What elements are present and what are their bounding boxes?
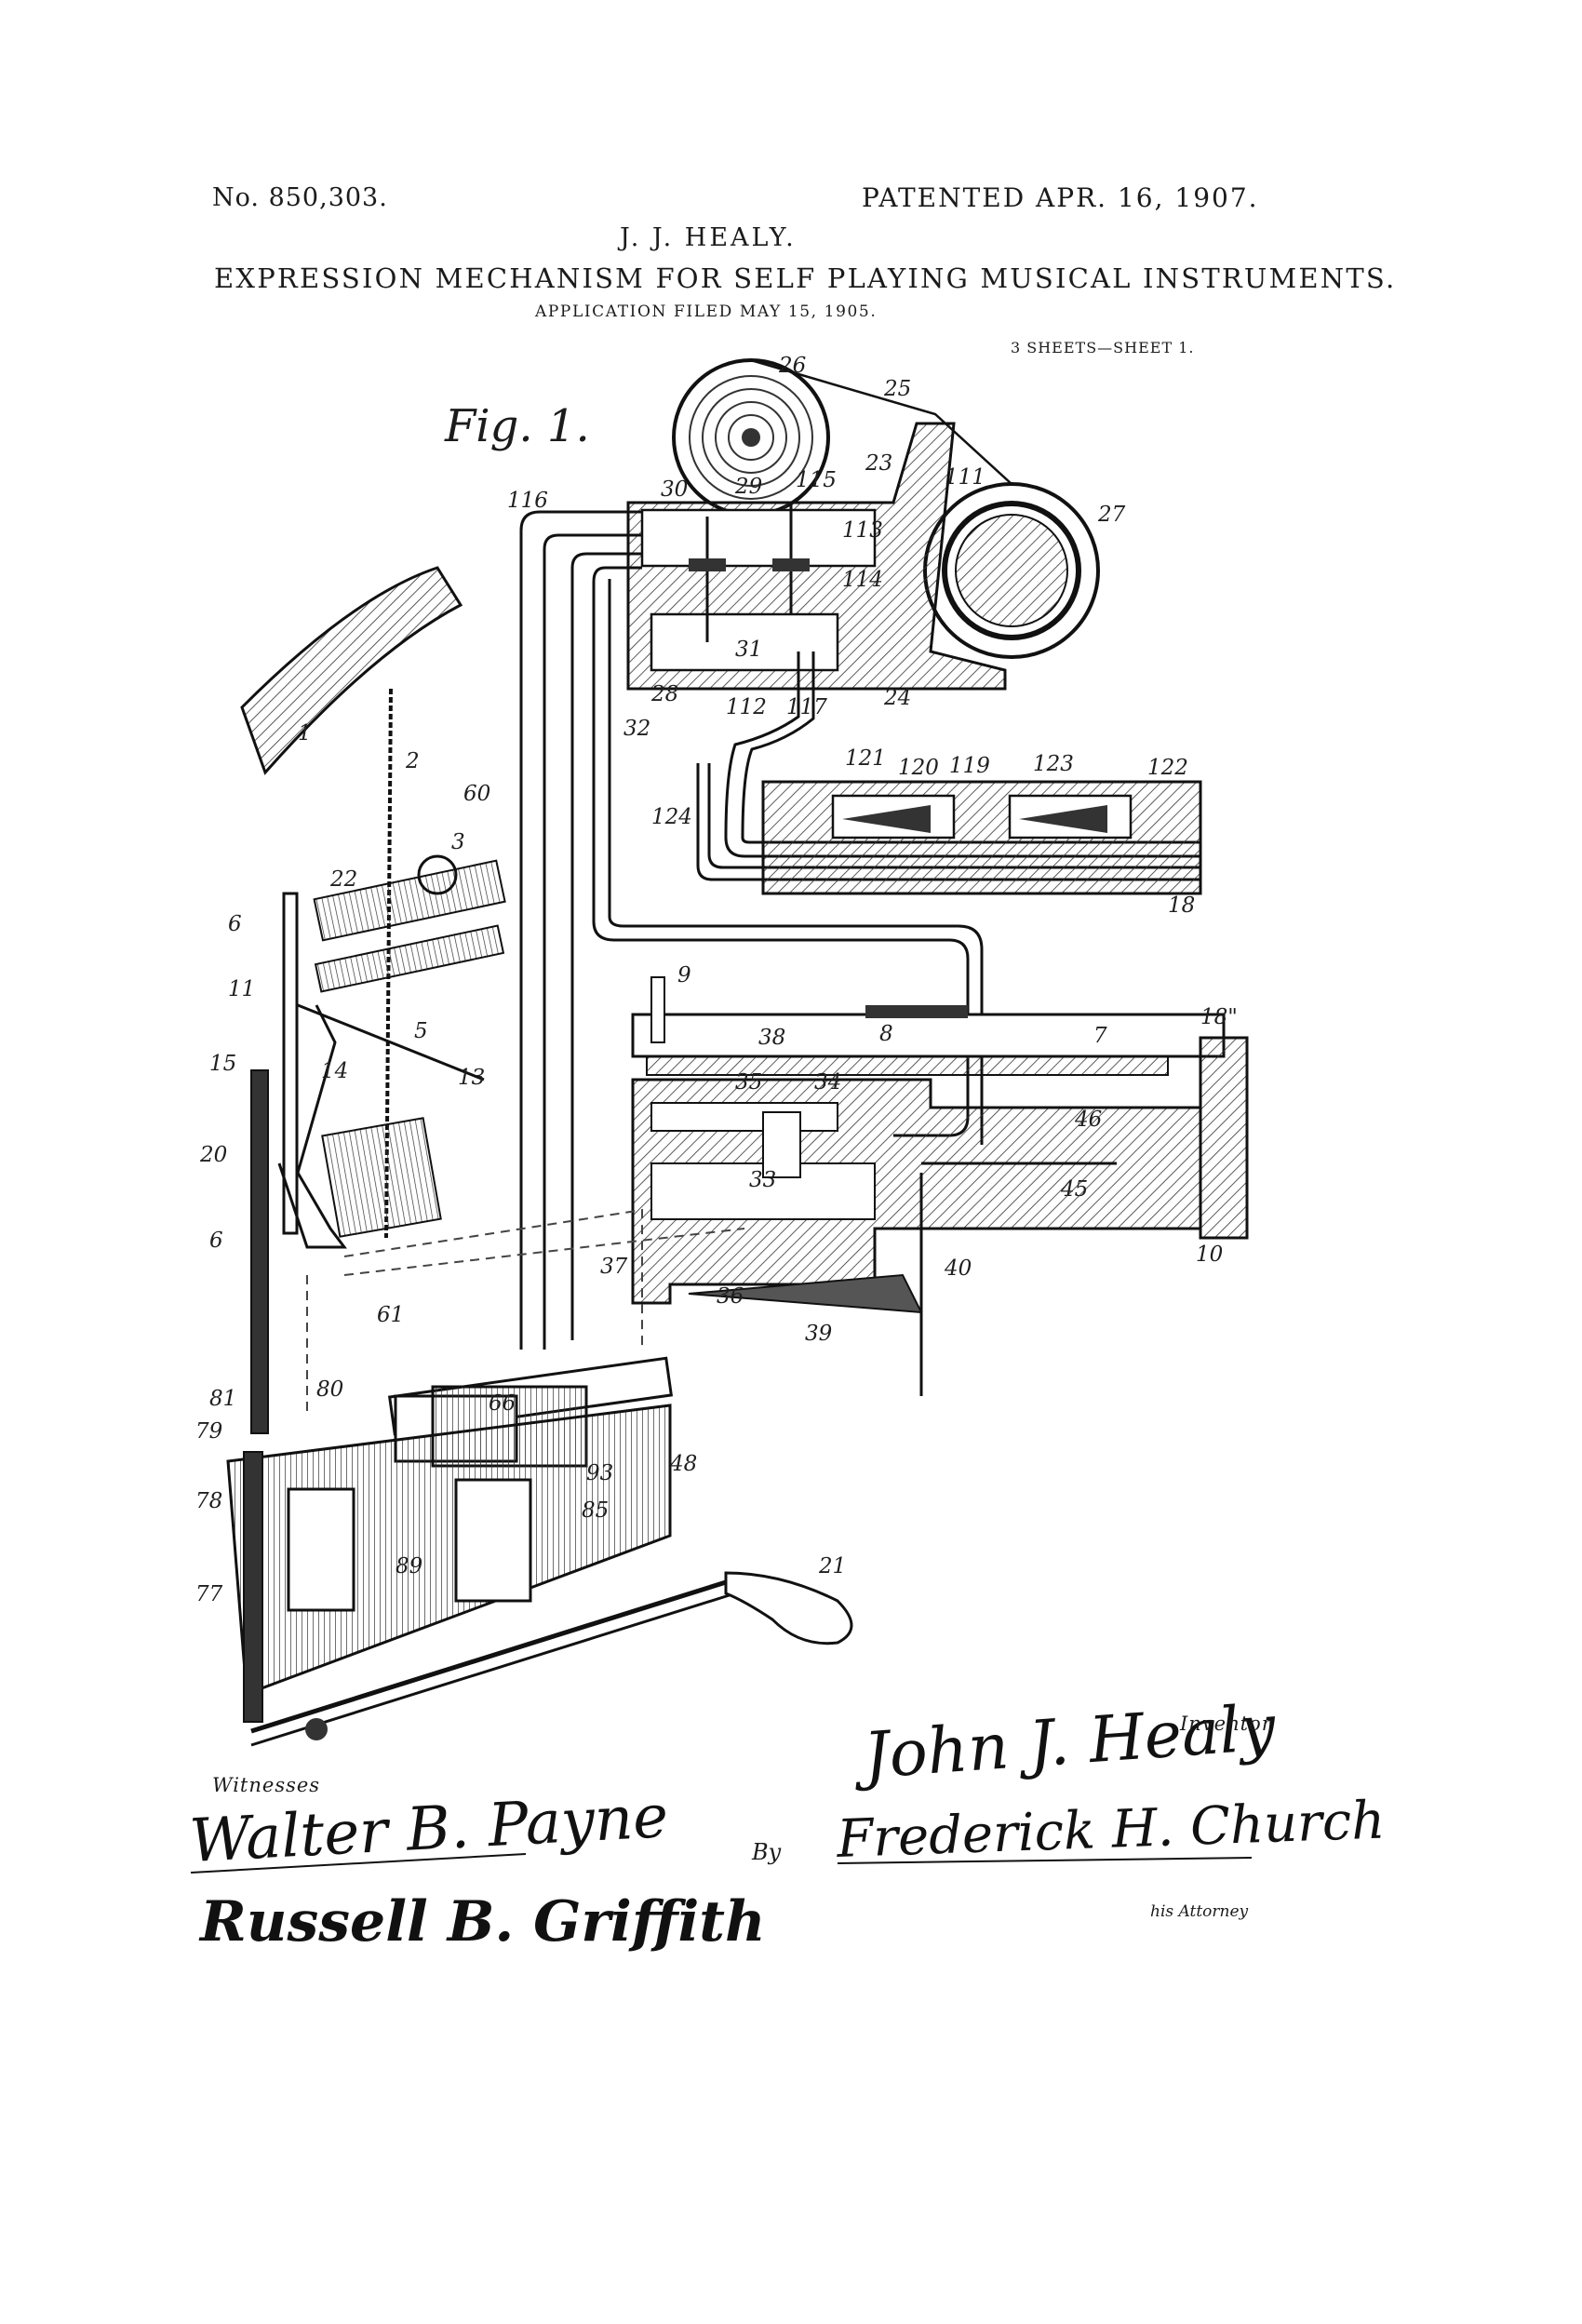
ref-numeral: 6 — [209, 1229, 223, 1253]
ref-numeral: 123 — [1033, 752, 1074, 776]
ref-numeral: 93 — [586, 1461, 613, 1485]
inventor-signature: John J. Healy — [851, 1691, 1280, 1794]
ref-numeral: 114 — [842, 568, 883, 592]
tracker-bar-housing — [626, 422, 1007, 691]
ref-numeral: 25 — [883, 377, 911, 401]
ref-numeral: 34 — [814, 1070, 841, 1095]
ref-numeral: 121 — [845, 746, 886, 771]
witness-signature-2: Russell B. Griffith — [198, 1889, 766, 1955]
ref-numeral: 28 — [650, 682, 678, 706]
ref-numeral: 37 — [600, 1255, 628, 1279]
svg-text:Russell B. Griffith: Russell B. Griffith — [198, 1889, 766, 1955]
patent-date: PATENTED APR. 16, 1907. — [862, 182, 1259, 213]
music-roll-spool-upper — [672, 358, 830, 517]
attorney-signature: Frederick H. Church — [835, 1790, 1386, 1870]
ref-numeral: 89 — [396, 1554, 422, 1578]
ref-numeral: 18 — [1168, 893, 1195, 918]
ref-numeral: 119 — [949, 754, 990, 778]
sheet-count: 3 SHEETS—SHEET 1. — [1011, 339, 1195, 356]
inventor-caption: Inventor — [1180, 1713, 1272, 1735]
patent-title: EXPRESSION MECHANISM FOR SELF PLAYING MU… — [214, 262, 1397, 294]
witness-signature-1: Walter B. Payne — [188, 1782, 670, 1876]
ref-numeral: 31 — [735, 638, 762, 662]
ref-numeral: 3 — [451, 830, 465, 854]
ref-numeral: 21 — [818, 1554, 846, 1578]
ref-numeral: 18" — [1200, 1005, 1238, 1029]
svg-text:Walter B. Payne: Walter B. Payne — [188, 1782, 670, 1876]
ref-numeral: 112 — [726, 695, 767, 719]
ref-numeral: 32 — [623, 717, 650, 741]
ref-numeral: 113 — [842, 518, 883, 543]
by-caption: By — [752, 1839, 782, 1865]
piano-action-mechanism — [240, 566, 506, 1434]
ref-numeral: 13 — [458, 1066, 485, 1090]
ref-numeral: 81 — [209, 1387, 236, 1411]
attorney-caption: his Attorney — [1150, 1902, 1249, 1921]
ref-numeral: 39 — [805, 1322, 832, 1346]
key-lever-section — [631, 976, 1249, 1396]
ref-numeral: 2 — [405, 749, 420, 773]
pneumatic-stack — [226, 1356, 674, 1723]
pedal — [250, 1571, 853, 1747]
inventor-name: J. J. HEALY. — [620, 223, 797, 252]
ref-numeral: 23 — [865, 451, 892, 476]
ref-numeral: 61 — [377, 1303, 404, 1327]
svg-text:John J. Healy: John J. Healy — [851, 1691, 1280, 1794]
witnesses-caption: Witnesses — [212, 1774, 321, 1796]
ref-numeral: 45 — [1060, 1177, 1088, 1202]
reference-numerals: 26 25 27 23 111 30 29 115 113 114 31 28 … — [195, 354, 1238, 1606]
dashed-connections — [306, 1208, 745, 1415]
application-filed: APPLICATION FILED MAY 15, 1905. — [535, 302, 878, 321]
ref-numeral: 36 — [717, 1284, 744, 1309]
ref-numeral: 48 — [669, 1452, 697, 1476]
ref-numeral: 22 — [329, 867, 357, 892]
ref-numeral: 24 — [883, 686, 911, 710]
figure-label: Fig. 1. — [445, 400, 590, 452]
ref-numeral: 40 — [944, 1256, 972, 1281]
ref-numeral: 116 — [507, 489, 548, 513]
ref-numeral: 8 — [879, 1022, 893, 1046]
ref-numeral: 26 — [778, 354, 806, 378]
ref-numeral: 10 — [1196, 1243, 1223, 1267]
ref-numeral: 38 — [758, 1026, 785, 1050]
valve-block — [761, 780, 1202, 895]
ref-numeral: 35 — [735, 1070, 762, 1095]
ref-numeral: 85 — [582, 1498, 609, 1523]
ref-numeral: 111 — [945, 465, 985, 490]
ref-numeral: 122 — [1147, 756, 1188, 780]
ref-numeral: 66 — [489, 1391, 516, 1416]
ref-numeral: 5 — [414, 1019, 428, 1043]
music-roll-spool-lower — [923, 482, 1100, 659]
ref-numeral: 7 — [1093, 1024, 1107, 1048]
ref-numeral: 14 — [321, 1059, 348, 1083]
ref-numeral: 11 — [228, 977, 255, 1001]
ref-numeral: 27 — [1097, 503, 1126, 527]
ref-numeral: 20 — [199, 1143, 227, 1167]
ref-numeral: 77 — [195, 1582, 223, 1606]
svg-text:Frederick H. Church: Frederick H. Church — [835, 1790, 1386, 1870]
ref-numeral: 79 — [195, 1419, 222, 1444]
ref-numeral: 78 — [195, 1489, 222, 1513]
ref-numeral: 1 — [298, 721, 312, 746]
ref-numeral: 30 — [661, 477, 688, 502]
ref-numeral: 124 — [651, 805, 692, 829]
ref-numeral: 60 — [463, 782, 490, 806]
ref-numeral: 29 — [734, 475, 762, 499]
ref-numeral: 115 — [796, 468, 837, 492]
pneumatic-tubes — [519, 510, 1200, 1350]
patent-number: No. 850,303. — [212, 183, 388, 212]
ref-numeral: 9 — [677, 963, 691, 987]
ref-numeral: 46 — [1074, 1108, 1102, 1132]
ref-numeral: 120 — [898, 756, 939, 780]
ref-numeral: 80 — [316, 1377, 343, 1402]
ref-numeral: 6 — [228, 912, 242, 936]
ref-numeral: 117 — [786, 695, 827, 719]
ref-numeral: 33 — [749, 1168, 776, 1192]
ref-numeral: 15 — [209, 1052, 236, 1076]
